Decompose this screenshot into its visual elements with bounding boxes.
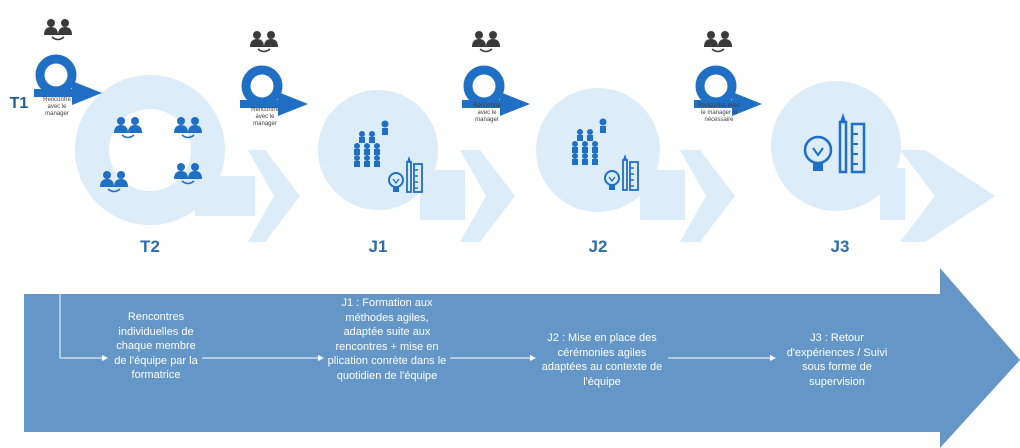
step-text-1: Rencontres individuelles de chaque membr…: [114, 311, 198, 381]
people-icon-4: [703, 30, 733, 53]
step-text-2: J1 : Formation aux méthodes agiles, adap…: [327, 297, 447, 382]
label-t1: T1: [9, 95, 29, 112]
circle-j3: [771, 81, 901, 211]
meeting-caption-3: Rencontre avec le manager: [473, 103, 501, 123]
chevron-3: [680, 150, 735, 242]
chevron-2: [460, 150, 515, 242]
step-text-4: J3 : Retour d'expériences / Suivi sous f…: [786, 332, 888, 388]
meeting-caption-2: Rencontre avec le manager: [251, 107, 279, 127]
meeting-caption-1: Rencontre avec le manager: [43, 97, 71, 117]
team-icon-1: [113, 116, 143, 139]
people-icon-3: [471, 30, 501, 53]
people-icon-2: [249, 30, 279, 53]
phase-chevrons: [248, 150, 995, 242]
circle-t2: [75, 75, 225, 225]
label-j2: J2: [588, 237, 608, 256]
label-j1: J1: [368, 237, 388, 256]
label-j3: J3: [830, 237, 850, 256]
t1-connector-line: [59, 130, 102, 359]
label-t2: T2: [140, 237, 160, 256]
chevron-1: [248, 150, 300, 242]
meeting-caption-4: Rencontre avec le manager si nécessaire: [697, 103, 741, 123]
step-text-3: J2 : Mise en place des cérémonies agiles…: [541, 332, 663, 388]
people-icon-1: [43, 18, 73, 41]
chevron-4: [900, 150, 995, 242]
